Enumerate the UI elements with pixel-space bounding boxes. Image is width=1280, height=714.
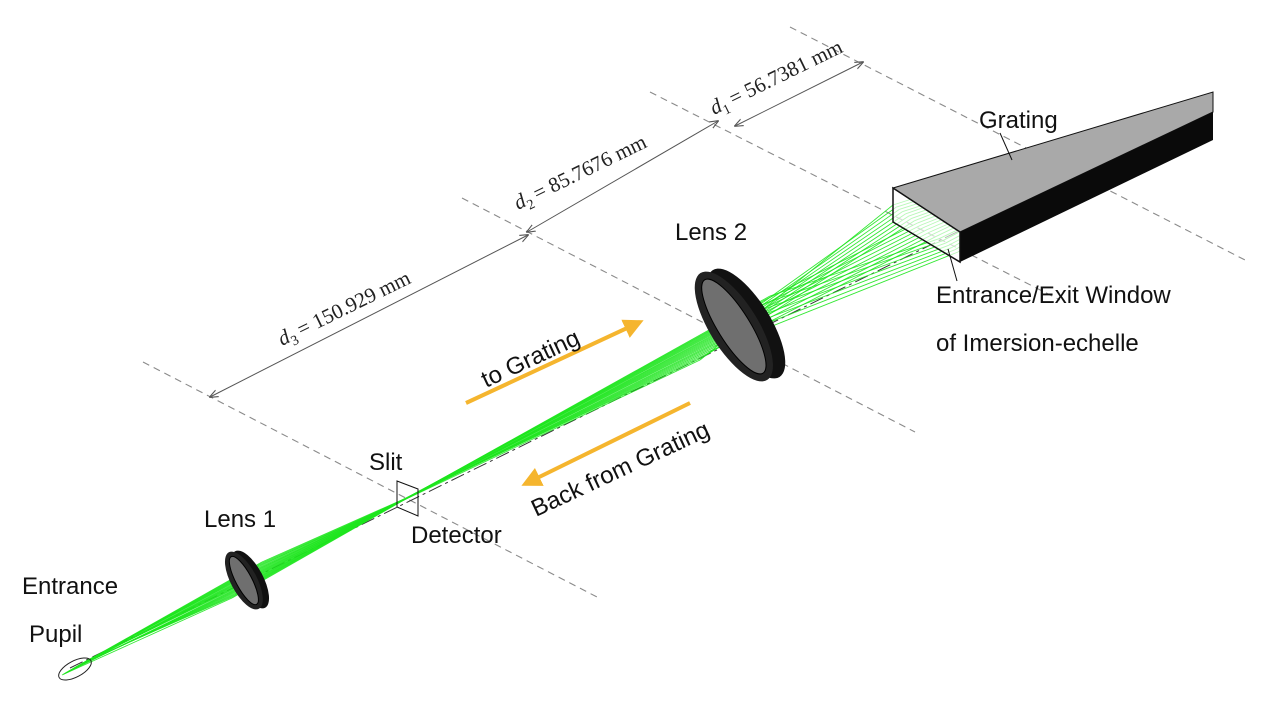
d1-value: = 56.7381 mm [725,34,846,110]
back-from-grating-arrow [521,401,691,486]
label-grating: Grating [979,107,1058,134]
window-leader [947,248,958,282]
d3-value: = 150.929 mm [293,265,414,341]
label-entrance: Entrance [22,573,118,600]
immersion-echelle-grating [891,91,1214,264]
label-slit: Slit [369,449,403,476]
light-ray [759,240,943,306]
light-ray [261,496,409,563]
light-ray [260,498,407,565]
lens-1 [224,550,270,610]
entrance-pupil [58,657,92,681]
light-ray [756,224,922,309]
light-ray [85,595,234,662]
slit-detector-plane [396,480,419,517]
light-ray [409,313,751,497]
light-ray [763,206,897,303]
label-pupil: Pupil [29,621,82,648]
grating-window-face [892,186,961,264]
to-grating-arrow [465,319,644,405]
light-ray [739,244,949,324]
light-ray [403,359,701,501]
light-ray [736,229,928,327]
dimension-d1: d1= 56.7381 mm [706,34,848,123]
label-lens-1: Lens 1 [204,506,276,533]
light-ray [746,226,925,318]
grating-leader [999,132,1013,161]
light-ray [87,571,254,661]
light-ray [258,499,405,566]
light-ray [753,209,900,312]
label-lens-2: Lens 2 [675,219,747,246]
dimension-d2: d2= 85.7676 mm [510,129,652,218]
lens-2 [694,268,786,382]
label-detector: Detector [411,522,502,549]
light-ray [749,242,946,315]
d2-value: = 85.7676 mm [529,129,650,205]
light-ray [769,238,940,297]
dimension-lines [210,62,863,397]
light-ray [766,222,918,300]
grating-side-face [960,112,1213,262]
label-window-line-1: Entrance/Exit Window [936,282,1171,309]
light-ray [409,356,704,497]
label-window-line-2: of Imersion-echelle [936,330,1139,357]
dimension-d3: d3= 150.929 mm [274,265,416,354]
light-ray [409,335,727,497]
light-ray [86,583,244,662]
light-ray [743,211,903,321]
light-ray [61,597,233,676]
label-to-grating: to Grating [477,324,584,393]
